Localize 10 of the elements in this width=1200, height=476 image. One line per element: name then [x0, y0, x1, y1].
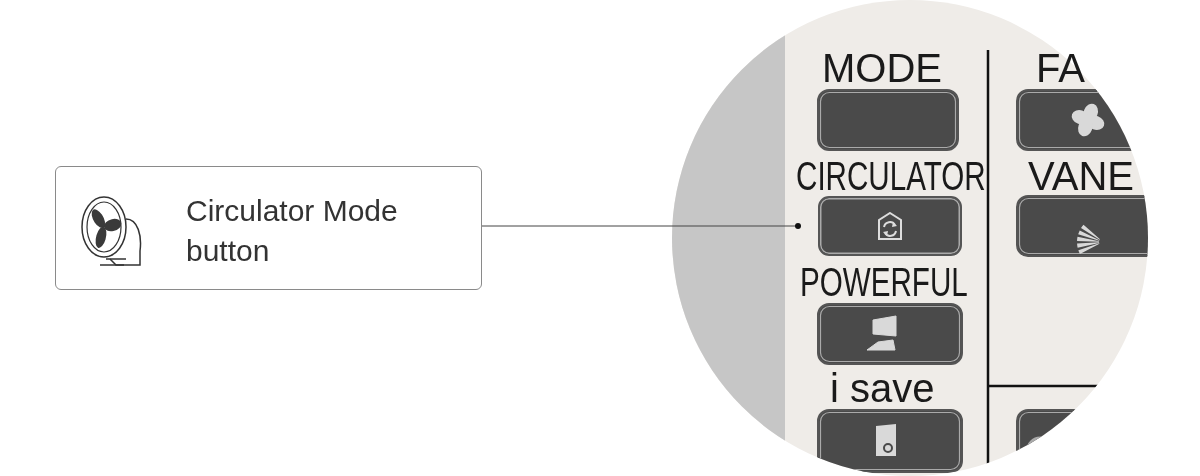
callout-text: Circulator Mode button: [186, 193, 399, 269]
circulator-button: [818, 196, 962, 256]
button-label: FA: [1036, 48, 1085, 88]
button-label: VANE: [1028, 156, 1134, 196]
button-label: i save: [830, 368, 935, 408]
button-label: MODE: [822, 48, 942, 88]
button-label: CIRCULATOR: [796, 156, 986, 196]
callout-box: [55, 166, 482, 290]
leader-line: [481, 223, 801, 229]
button-label: POWERFUL: [800, 262, 968, 302]
